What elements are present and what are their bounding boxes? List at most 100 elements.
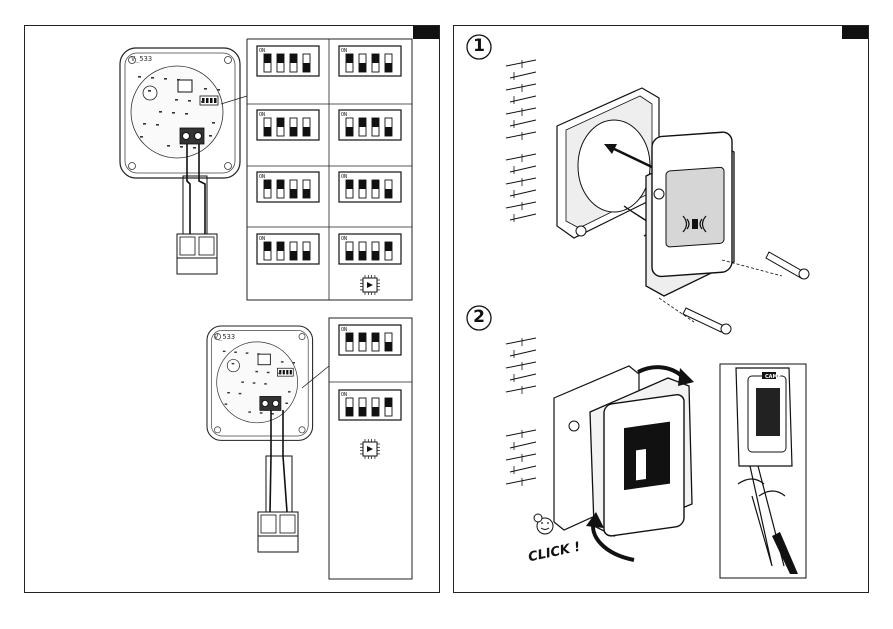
- dip-switch-knob: [290, 189, 297, 198]
- screw-head: [798, 268, 810, 280]
- dip-switch-knob: [359, 251, 366, 260]
- rfid-icon: [682, 215, 707, 233]
- play-icon: [367, 446, 373, 452]
- rotate-arrow: [758, 490, 786, 497]
- insert-arrow: [607, 144, 655, 170]
- dip-on-label: ON: [341, 174, 347, 180]
- board-component: [234, 351, 237, 353]
- dip-switch-knob: [277, 242, 284, 251]
- board-component: [271, 413, 274, 415]
- board-component: [143, 123, 146, 125]
- dip-switch-knob: [372, 180, 379, 189]
- board-component: [193, 147, 196, 149]
- dip-switch-knob: [264, 180, 271, 189]
- dip-switch-lever: [202, 98, 205, 103]
- reader-window: [665, 166, 725, 248]
- board-component: [238, 392, 242, 395]
- reader-board-top: [119, 47, 241, 179]
- brick-line: [505, 177, 537, 185]
- installation-diagram: [466, 34, 810, 579]
- brick-line: [505, 59, 537, 67]
- arrow-head: [678, 368, 694, 386]
- right-page: 1 2 CAME CAME CLICK !: [453, 25, 869, 593]
- dip-switch-knob: [372, 54, 379, 63]
- board-component: [212, 122, 215, 124]
- board-component: [151, 77, 154, 79]
- board-component: [257, 353, 260, 355]
- board-component: [177, 79, 180, 81]
- brick-line: [505, 201, 537, 209]
- dip-on-label: ON: [259, 48, 265, 54]
- board-component: [278, 372, 281, 375]
- dip-switch-knob: [346, 407, 353, 416]
- board-component: [172, 112, 175, 114]
- dip-switch-lever: [289, 370, 292, 375]
- dip-switch-knob: [385, 342, 392, 351]
- dip-switch-knob: [359, 333, 366, 342]
- dip-switch-knob: [290, 251, 297, 260]
- board-screw-hole: [214, 426, 221, 434]
- board-component: [156, 124, 159, 126]
- board-component: [266, 371, 270, 374]
- board-component: [201, 101, 204, 103]
- board-component: [245, 352, 249, 354]
- dip-switch-setting: ON: [256, 171, 320, 203]
- dip-switch-setting: ON: [338, 324, 402, 356]
- reader-slot: [636, 449, 646, 481]
- dip-on-label: ON: [341, 112, 347, 118]
- screw-guide: [658, 297, 695, 323]
- smiley-eye: [541, 522, 543, 524]
- dip-switch-setting: ON: [338, 389, 402, 421]
- connector-base: [176, 257, 218, 275]
- screw-body: [765, 251, 805, 279]
- board-component: [167, 145, 170, 147]
- brick-line: [505, 107, 537, 115]
- board-component: [231, 362, 235, 365]
- board-component: [217, 89, 220, 91]
- board-component: [188, 100, 191, 102]
- dip-switch-knob: [264, 242, 271, 251]
- dip-switch-knob: [303, 127, 310, 136]
- board-component: [222, 350, 226, 353]
- brick-wall: [505, 429, 537, 486]
- board-screw-hole: [224, 56, 232, 64]
- board-component: [180, 146, 183, 148]
- dip-switch-knob: [359, 63, 366, 72]
- board-component: [241, 381, 244, 383]
- chip: [177, 79, 193, 93]
- board-label-top: V_533: [131, 55, 153, 63]
- board-component: [159, 111, 162, 113]
- reader-window: [624, 421, 670, 491]
- gear-icon: [533, 513, 543, 523]
- dip-switch-knob: [359, 407, 366, 416]
- board-component: [248, 411, 251, 413]
- board-component: [259, 412, 263, 414]
- reader-board-bottom: [206, 325, 314, 441]
- terminal-screw: [261, 399, 269, 407]
- dip-switch-lever: [286, 370, 289, 375]
- brick-line: [505, 153, 537, 161]
- dip-on-label: ON: [341, 48, 347, 54]
- dip-switch-knob: [346, 54, 353, 63]
- step-1-circle: [466, 34, 492, 60]
- dip-switch-knob: [290, 54, 297, 63]
- dip-on-label: ON: [259, 174, 265, 180]
- smiley-mouth: [540, 527, 550, 530]
- plate-opening: [577, 119, 651, 213]
- wire: [186, 144, 191, 236]
- smiley-eye: [547, 522, 549, 524]
- screw-guide: [721, 259, 783, 277]
- dip-on-label: ON: [341, 327, 347, 333]
- dip-settings-panel-bottom: [328, 317, 413, 580]
- step-2-circle: [466, 305, 492, 331]
- dip-switch-block: [199, 95, 219, 106]
- arrow-head: [586, 512, 604, 528]
- dip-switch-knob: [372, 118, 379, 127]
- board-component: [285, 402, 288, 404]
- board-component: [280, 361, 284, 363]
- terminal-screw: [194, 132, 202, 140]
- dip-switch-lever: [214, 98, 217, 103]
- dip-switch-knob: [303, 189, 310, 198]
